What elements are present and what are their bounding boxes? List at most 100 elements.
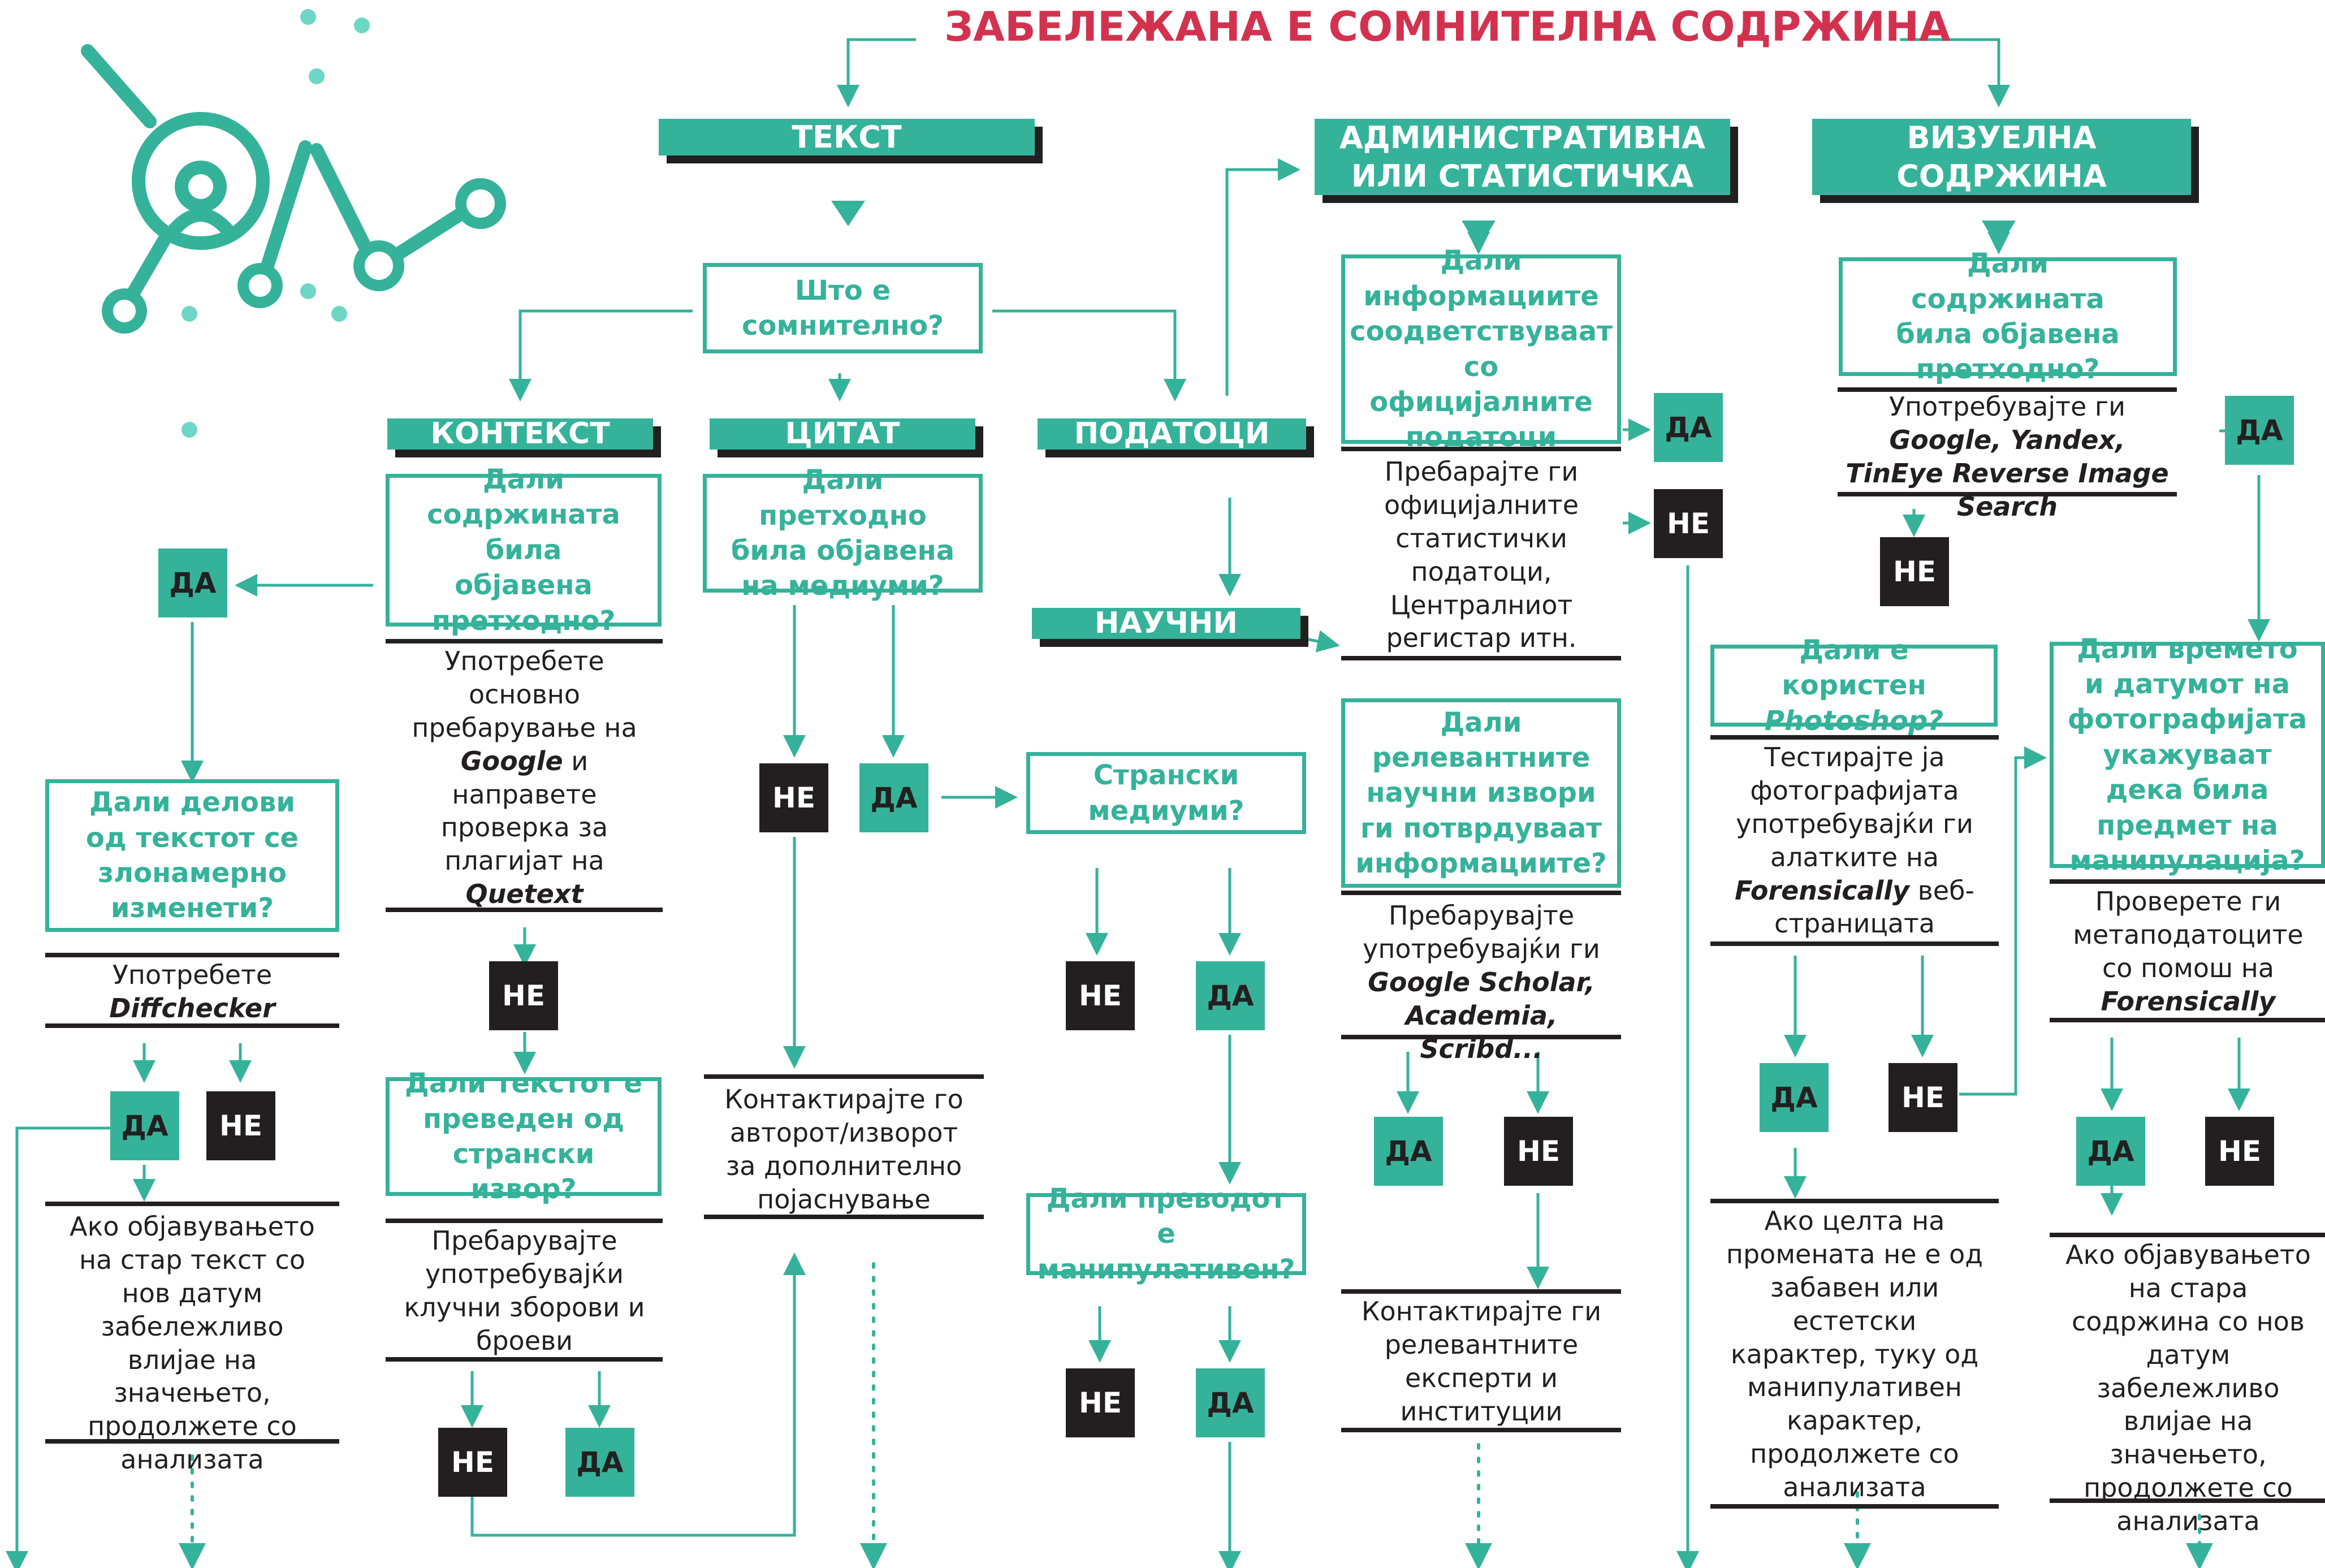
note-bold: Quetext xyxy=(465,879,584,910)
question-foreign-media: Странски медиуми? xyxy=(1026,752,1306,834)
question-translation-manipulative: Дали преводот е манипулативен? xyxy=(1026,1183,1306,1285)
tag-no: НЕ xyxy=(1654,489,1723,558)
tag-yes: ДА xyxy=(2225,396,2294,465)
tag-no: НЕ xyxy=(489,961,558,1030)
divider xyxy=(1710,941,1999,946)
tag-yes: ДА xyxy=(859,763,928,832)
divider xyxy=(2050,1233,2325,1237)
note-text: и направете проверка за плагијат на xyxy=(440,745,608,876)
tag-yes: ДА xyxy=(1760,1063,1829,1132)
divider xyxy=(704,1074,984,1079)
banner-text: ТЕКСТ xyxy=(659,119,1035,155)
divider xyxy=(2050,1498,2325,1503)
question-visual-published: Дали содржината била објавена претходно? xyxy=(1839,248,2177,385)
divider xyxy=(386,908,663,912)
note-old-text: Ако објавувањето на стар текст со нов да… xyxy=(70,1211,315,1475)
tag-no: НЕ xyxy=(206,1091,275,1160)
banner-context: КОНТЕКСТ xyxy=(387,417,653,451)
tag-no: НЕ xyxy=(1880,537,1949,606)
note-text: веб-страницата xyxy=(1774,875,1975,939)
note-bold: Forensically xyxy=(1734,875,1910,906)
divider xyxy=(386,639,663,643)
tag-yes: ДА xyxy=(565,1428,634,1497)
note-old-content: Ако објавувањето на стара содржина со но… xyxy=(2065,1239,2311,1536)
divider xyxy=(45,1202,339,1206)
tag-no: НЕ xyxy=(438,1428,507,1497)
tag-no: НЕ xyxy=(759,763,828,832)
note-official-stats: Пребарајте ги официјалните статистички п… xyxy=(1384,456,1579,654)
banner-quote: ЦИТАТ xyxy=(710,417,975,451)
divider xyxy=(45,1439,339,1444)
note-contact-author: Контактирајте го авторот/изворот за допо… xyxy=(724,1084,963,1215)
note-forensically: Тестирајте ја фотографијата употребувајќ… xyxy=(1722,741,1987,940)
note-bold: Forensically xyxy=(2101,986,2276,1017)
divider xyxy=(1341,891,1621,895)
photoshop-question-text: Дали е користен xyxy=(1782,634,1926,702)
note-metadata: Проверете ги метаподатоците со помош на … xyxy=(2058,885,2318,1018)
tag-no: НЕ xyxy=(1066,961,1135,1030)
note-keywords: Пребарувајте употребувајќи клучни зборов… xyxy=(404,1225,645,1356)
note-bold: Google Scholar, Academia, Scribd... xyxy=(1368,966,1595,1064)
note-text: Тестирајте ја фотографијата употребувајќ… xyxy=(1736,742,1973,872)
note-bold: Google xyxy=(460,745,563,776)
tag-no: НЕ xyxy=(1888,1063,1957,1132)
note-scholar: Пребарувајте употребувајќи ги Google Sch… xyxy=(1351,899,1611,1065)
photoshop-question-italic: Photoshop? xyxy=(1764,705,1944,737)
divider xyxy=(2050,1018,2325,1022)
note-text: Употребувајте ги xyxy=(1889,391,2125,422)
tag-yes: ДА xyxy=(2076,1117,2145,1186)
note-diffchecker: Употребете Diffchecker xyxy=(57,958,328,1025)
divider xyxy=(1710,735,1999,740)
tag-yes: ДА xyxy=(1196,1368,1265,1437)
banner-scientific: НАУЧНИ xyxy=(1032,606,1300,640)
question-context-published: Дали содржината била објавена претходно? xyxy=(386,464,662,637)
page-title: ЗАБЕЛЕЖАНА Е СОМНИТЕЛНА СОДРЖИНА xyxy=(944,3,1951,50)
tag-yes: ДА xyxy=(158,548,227,617)
divider xyxy=(1341,1428,1621,1432)
question-time-date: Дали времето и датумот на фотографијата … xyxy=(2050,633,2325,876)
divider xyxy=(2050,879,2325,884)
banner-data: ПОДАТОЦИ xyxy=(1038,417,1306,451)
tag-yes: ДА xyxy=(1196,961,1265,1030)
tag-no: НЕ xyxy=(1066,1368,1135,1437)
note-google-quetext: Употребете основно пребарување на Google… xyxy=(396,645,653,911)
note-manipulative-purpose: Ако целта на промената не е од забавен и… xyxy=(1726,1206,1983,1502)
question-scientific-sources: Дали релевантните научни извори ги потвр… xyxy=(1341,698,1621,888)
question-text-altered: Дали делови од текстот се злонамерно изм… xyxy=(45,779,339,932)
note-contact-experts: Контактирајте ги релевантните експерти и… xyxy=(1361,1296,1602,1427)
divider xyxy=(1341,447,1621,451)
banner-admin: АДМИНИСТРАТИВНА ИЛИ СТАТИСТИЧКА xyxy=(1315,119,1730,195)
note-text: Проверете ги метаподатоците со помош на xyxy=(2073,886,2304,983)
divider xyxy=(1838,387,2177,392)
question-what-suspicious: Што е сомнително? xyxy=(703,263,983,353)
note-bold: Diffchecker xyxy=(109,992,275,1023)
divider xyxy=(45,1023,339,1028)
tag-yes: ДА xyxy=(1654,393,1723,462)
question-official-data: Дали информациите соодветствуваат со офи… xyxy=(1341,245,1621,453)
divider xyxy=(1838,492,2177,496)
note-text: Пребарувајте употребувајќи ги xyxy=(1363,900,1600,964)
note-text: Употребете xyxy=(112,960,273,990)
question-photoshop: Дали е користен Photoshop? xyxy=(1710,634,1998,737)
divider xyxy=(386,1219,663,1223)
question-text-translated: Дали текстот е преведен од странски изво… xyxy=(386,1068,662,1205)
magnifier-graph-icon xyxy=(81,9,506,438)
tag-yes: ДА xyxy=(110,1091,179,1160)
divider xyxy=(386,1357,663,1362)
divider xyxy=(1341,1289,1621,1294)
tag-no: НЕ xyxy=(1504,1117,1573,1186)
divider xyxy=(45,953,339,957)
divider xyxy=(1341,1035,1621,1039)
note-reverse-image: Употребувајте ги Google, Yandex, TinEye … xyxy=(1843,390,2171,524)
note-bold: Google, Yandex, TinEye Reverse Image Sea… xyxy=(1846,424,2169,522)
tag-yes: ДА xyxy=(1374,1117,1443,1186)
tag-no: НЕ xyxy=(2205,1117,2274,1186)
note-text: Употребете основно пребарување на xyxy=(412,646,637,743)
divider xyxy=(1710,1504,1999,1509)
banner-visual: ВИЗУЕЛНА СОДРЖИНА xyxy=(1812,119,2191,195)
divider xyxy=(1710,1199,1999,1203)
question-quote-published: Дали претходно била објавена на медиуми? xyxy=(703,464,983,602)
divider xyxy=(1341,656,1621,660)
divider xyxy=(704,1215,984,1219)
